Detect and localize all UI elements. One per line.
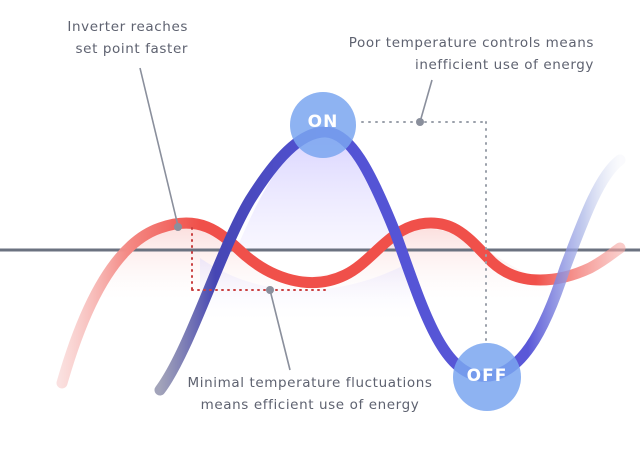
inverter-pointer-dot bbox=[174, 223, 182, 231]
conventional-curve bbox=[154, 126, 626, 396]
low-area-fill bbox=[200, 258, 410, 320]
inverter-annotation-line-2: set point faster bbox=[75, 41, 188, 57]
inverter-annotation-line-1: Inverter reaches bbox=[67, 19, 188, 35]
inverter-annotation: Inverter reaches set point faster bbox=[0, 16, 188, 60]
inverter-curve bbox=[56, 217, 626, 389]
poor-control-annotation: Poor temperature controls means ineffici… bbox=[300, 32, 594, 76]
on-bubble bbox=[290, 92, 356, 158]
off-label: OFF bbox=[466, 366, 508, 386]
minimal-fluctuation-annotation: Minimal temperature fluctuations means e… bbox=[160, 372, 460, 416]
minimal-pointer-line bbox=[269, 289, 291, 371]
on-label: ON bbox=[307, 112, 339, 132]
poor-control-pointer-dot bbox=[416, 118, 424, 126]
minimal-pointer-dot bbox=[266, 286, 274, 294]
poor-control-annotation-line-2: inefficient use of energy bbox=[414, 57, 594, 73]
off-bubble bbox=[453, 343, 521, 411]
inverter-pointer-line bbox=[139, 67, 179, 227]
minimal-fluctuation-annotation-line-2: means efficient use of energy bbox=[200, 397, 420, 413]
minimal-fluctuation-annotation-line-1: Minimal temperature fluctuations bbox=[187, 375, 433, 391]
poor-control-annotation-line-1: Poor temperature controls means bbox=[348, 35, 594, 51]
poor-control-pointer-line bbox=[419, 79, 433, 123]
